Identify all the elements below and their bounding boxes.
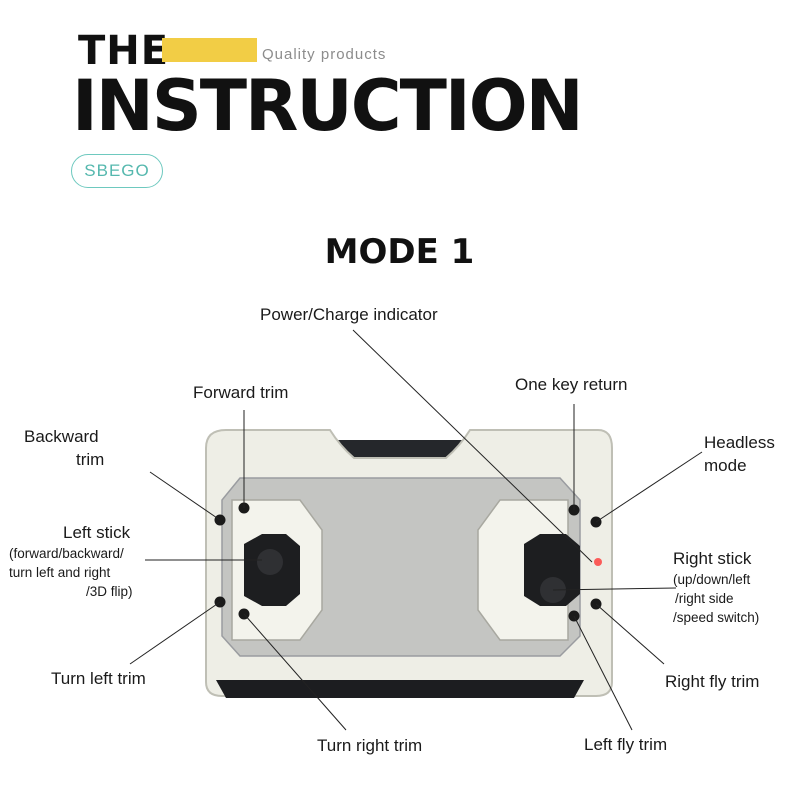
right-stick[interactable] [524,534,580,606]
power-indicator-light [594,558,602,566]
header-the: THE [78,28,170,74]
page-title: INSTRUCTION [72,65,584,147]
headless-mode-label-line2: mode [704,456,747,475]
right-stick-desc-2: /right side [675,591,734,606]
header-accent-bar [162,38,257,62]
turn-left-trim-label: Turn left trim [51,669,146,688]
right-stick-label: Right stick [673,549,752,568]
left-stick[interactable] [244,534,300,606]
power-indicator-label: Power/Charge indicator [260,305,438,324]
controller-body [205,429,613,698]
brand-badge: SBEGO [71,154,163,188]
left-stick-label: Left stick [63,523,131,542]
backward-trim-label-line1: Backward [24,427,99,446]
header-tagline: Quality products [262,46,387,63]
right-fly-trim-label: Right fly trim [665,672,760,691]
left-stick-desc-2: turn left and right [9,565,111,580]
one-key-return-label: One key return [515,375,628,394]
leader-lines [129,329,703,731]
left-fly-trim-label: Left fly trim [584,735,668,754]
left-stick-desc-3: /3D flip) [86,584,133,599]
turn-right-trim-label: Turn right trim [317,736,423,755]
right-stick-desc-3: /speed switch) [673,610,760,625]
right-stick-desc-1: (up/down/left [673,572,751,587]
mode-title: MODE 1 [324,232,475,272]
forward-trim-label: Forward trim [193,383,289,402]
headless-mode-label-line1: Headless [704,433,775,452]
backward-trim-label-line2: trim [76,450,105,469]
left-stick-desc-1: (forward/backward/ [9,546,124,561]
